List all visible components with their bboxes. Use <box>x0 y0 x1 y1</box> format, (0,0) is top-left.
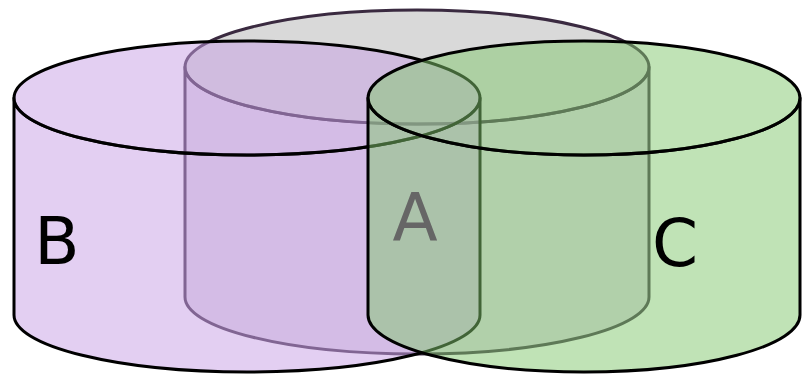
cylinder-top <box>368 41 800 155</box>
cylinder-label: C <box>652 211 698 277</box>
cylinder-label: B <box>34 209 79 275</box>
cylinder-label: A <box>392 185 437 251</box>
